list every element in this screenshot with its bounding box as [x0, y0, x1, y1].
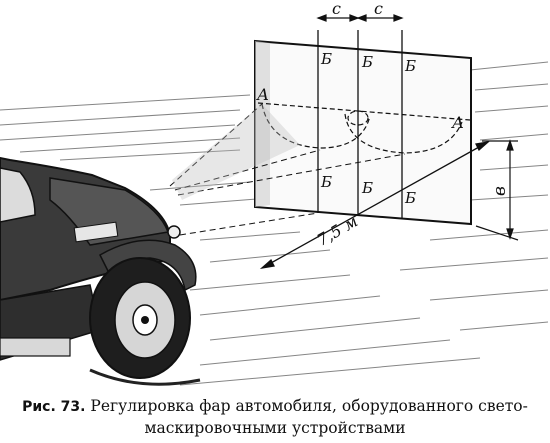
- truck: [0, 156, 201, 386]
- mark-b-top-3: Б: [404, 57, 416, 75]
- screen-board: [254, 39, 472, 226]
- caption-line-1: Рис. 73. Регулировка фар автомобиля, обо…: [0, 396, 550, 418]
- mark-b-top-1: Б: [320, 50, 332, 68]
- mark-b-bottom-1: Б: [320, 173, 332, 191]
- beam-shading: [172, 104, 300, 200]
- mark-b-bottom-2: Б: [361, 179, 373, 197]
- mark-a-right: А: [451, 113, 464, 132]
- screen-vertical-lines: [317, 30, 403, 219]
- caption-text-2: маскировочными устройствами: [144, 419, 406, 437]
- height-dimension: [475, 139, 519, 241]
- headlight: [167, 225, 181, 239]
- caption-text-1: Регулировка фар автомобиля, оборудованно…: [90, 397, 528, 415]
- headlight-spots: [257, 102, 471, 154]
- road-surface: [0, 61, 549, 386]
- caption-prefix: Рис. 73.: [22, 399, 86, 415]
- offset-dimension: [316, 14, 404, 22]
- figure-caption: Рис. 73. Регулировка фар автомобиля, обо…: [0, 396, 550, 439]
- distance-dimension: [259, 140, 491, 270]
- front-wheel: [89, 257, 191, 379]
- light-beams: [169, 103, 406, 236]
- offset-label-c-left: c: [332, 0, 341, 18]
- mark-b-bottom-3: Б: [404, 189, 416, 207]
- offset-label-c-right: c: [374, 0, 383, 18]
- height-label-b: в: [490, 186, 510, 196]
- mark-a-left: А: [256, 85, 269, 104]
- distance-label: 7,5 м: [314, 212, 361, 250]
- mark-b-top-2: Б: [361, 53, 373, 71]
